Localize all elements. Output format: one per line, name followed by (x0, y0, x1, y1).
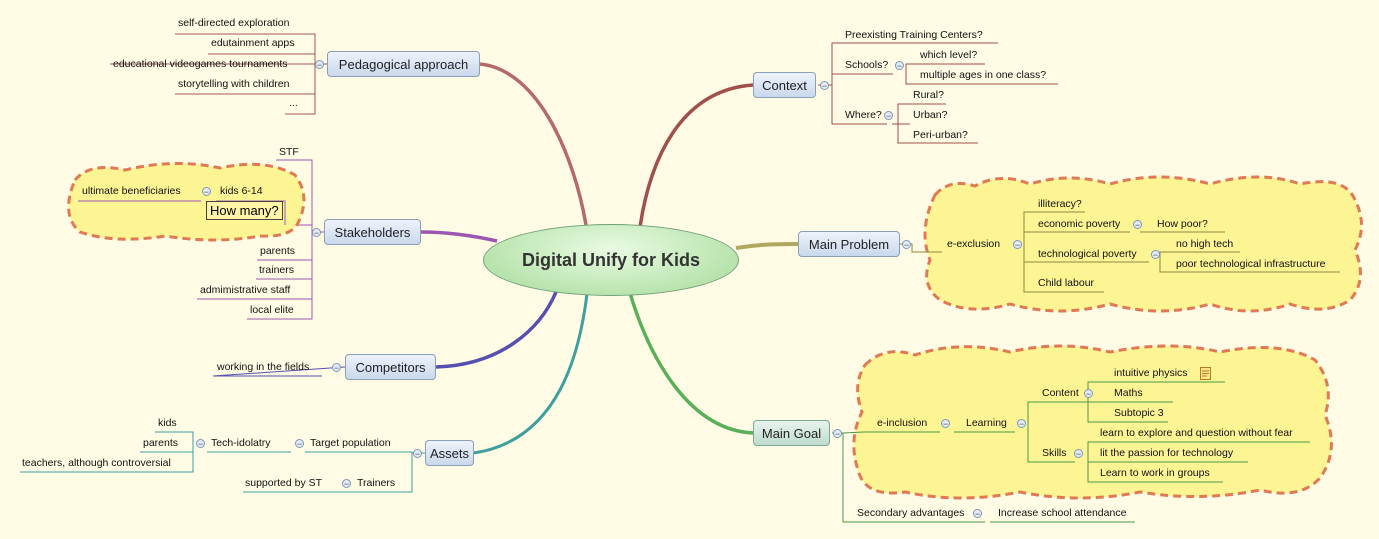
collapse-toggle[interactable]: − (1013, 240, 1022, 250)
topic-label: Stakeholders (334, 224, 411, 240)
subtopic-trainers[interactable]: trainers (259, 264, 295, 276)
subtopic-parents[interactable]: parents (143, 437, 179, 449)
collapse-toggle[interactable]: − (315, 60, 324, 70)
subtopic-ellipsis[interactable]: ... (289, 97, 298, 109)
subtopic-subtopic-3[interactable]: Subtopic 3 (1114, 407, 1164, 419)
subtopic-e-exclusion[interactable]: e-exclusion (947, 238, 1001, 250)
collapse-toggle[interactable]: − (295, 439, 304, 449)
topic-label: Main Goal (761, 425, 822, 441)
subtopic-trainers[interactable]: Trainers (357, 477, 396, 489)
subtopic-which-level[interactable]: which level? (920, 49, 978, 61)
topic-assets[interactable]: Assets (425, 440, 474, 466)
subtopic-how-poor[interactable]: How poor? (1157, 218, 1208, 230)
collapse-toggle[interactable]: − (1084, 389, 1093, 399)
subtopic-admin-staff[interactable]: admimistrative staff (200, 284, 291, 296)
subtopic-rural[interactable]: Rural? (913, 89, 944, 101)
subtopic-learning[interactable]: Learning (966, 417, 1007, 429)
topic-pedagogical-approach[interactable]: Pedagogical approach (327, 51, 480, 77)
how-many-label[interactable]: How many? (206, 201, 283, 220)
subtopic-multiple-ages[interactable]: multiple ages in one class? (920, 69, 1047, 81)
subtopic-economic-poverty[interactable]: economic poverty (1038, 218, 1121, 230)
collapse-toggle[interactable]: − (332, 363, 341, 373)
subtopic-videogames[interactable]: educational videogames tournaments (113, 58, 288, 70)
subtopic-parents[interactable]: parents (260, 245, 296, 257)
subtopic-teachers[interactable]: teachers, although controversial (22, 457, 171, 469)
note-icon[interactable] (1200, 367, 1211, 380)
subtopic-no-high-tech[interactable]: no high tech (1176, 238, 1234, 250)
subtopic-local-elite[interactable]: local elite (250, 304, 294, 316)
subtopic-illiteracy[interactable]: illiteracy? (1038, 198, 1082, 210)
topic-competitors[interactable]: Competitors (345, 354, 436, 380)
subtopic-technological-poverty[interactable]: technological poverty (1038, 248, 1137, 260)
subtopic-edutainment[interactable]: edutainment apps (211, 37, 295, 49)
subtopic-increase-attendance[interactable]: Increase school attendance (998, 507, 1127, 519)
subtopic-e-inclusion[interactable]: e-inclusion (877, 417, 928, 429)
subtopic-peri-urban[interactable]: Peri-urban? (913, 129, 968, 141)
collapse-toggle[interactable]: − (196, 439, 205, 449)
topic-label: Pedagogical approach (338, 56, 469, 72)
subtopic-kids-6-14[interactable]: kids 6-14 (220, 185, 263, 197)
subtopic-intuitive-physics[interactable]: intuitive physics (1114, 367, 1188, 379)
subtopic-preexisting-centers[interactable]: Preexisting Training Centers? (845, 29, 983, 41)
subtopic-storytelling[interactable]: storytelling with children (178, 78, 290, 90)
subtopic-supported-by-st[interactable]: supported by ST (245, 477, 323, 489)
collapse-toggle[interactable]: − (413, 449, 422, 459)
topic-label: Assets (429, 445, 469, 461)
subtopic-poor-infrastructure[interactable]: poor technological infrastructure (1176, 258, 1326, 270)
collapse-toggle[interactable]: − (820, 81, 829, 91)
collapse-toggle[interactable]: − (895, 61, 904, 71)
subtopic-learn-to-explore[interactable]: learn to explore and question without fe… (1100, 427, 1293, 439)
collapse-toggle[interactable]: − (342, 479, 351, 489)
collapse-toggle[interactable]: − (202, 187, 211, 197)
topic-label: Context (762, 77, 807, 93)
topic-main-problem[interactable]: Main Problem (798, 231, 900, 257)
central-topic-title: Digital Unify for Kids (521, 249, 700, 270)
collapse-toggle[interactable]: − (312, 228, 321, 238)
subtopic-kids[interactable]: kids (158, 417, 177, 429)
subtopic-where[interactable]: Where? (845, 109, 882, 121)
collapse-toggle[interactable]: − (1133, 220, 1142, 230)
collapse-toggle[interactable]: − (884, 111, 893, 121)
subtopic-maths[interactable]: Maths (1114, 387, 1143, 399)
subtopic-skills[interactable]: Skills (1042, 447, 1067, 459)
subtopic-self-directed[interactable]: self-directed exploration (178, 17, 290, 29)
subtopic-child-labour[interactable]: Child labour (1038, 277, 1095, 289)
collapse-toggle[interactable]: − (973, 509, 982, 519)
subtopic-lit-the-passion[interactable]: lit the passion for technology (1100, 447, 1234, 459)
subtopic-schools[interactable]: Schools? (845, 59, 889, 71)
subtopic-stf[interactable]: STF (279, 146, 299, 158)
topic-label: Competitors (355, 359, 426, 375)
subtopic-urban[interactable]: Urban? (913, 109, 948, 121)
topic-main-goal[interactable]: Main Goal (753, 420, 830, 446)
central-topic[interactable]: Digital Unify for Kids (483, 224, 739, 296)
subtopic-work-in-groups[interactable]: Learn to work in groups (1100, 467, 1210, 479)
subtopic-working-in-fields[interactable]: working in the fields (217, 361, 310, 373)
collapse-toggle[interactable]: − (902, 240, 911, 250)
subtopic-tech-idolatry[interactable]: Tech-idolatry (211, 437, 271, 449)
topic-label: Main Problem (808, 236, 890, 252)
topic-stakeholders[interactable]: Stakeholders (324, 219, 421, 245)
collapse-toggle[interactable]: − (1017, 419, 1026, 429)
collapse-toggle[interactable]: − (1074, 449, 1083, 459)
subtopic-target-population[interactable]: Target population (310, 437, 391, 449)
collapse-toggle[interactable]: − (941, 419, 950, 429)
subtopic-content[interactable]: Content (1042, 387, 1079, 399)
subtopic-ultimate-beneficiaries[interactable]: ultimate beneficiaries (82, 185, 181, 197)
topic-context[interactable]: Context (753, 72, 816, 98)
subtopic-secondary-advantages[interactable]: Secondary advantages (857, 507, 965, 519)
collapse-toggle[interactable]: − (833, 429, 842, 439)
collapse-toggle[interactable]: − (1151, 250, 1160, 260)
